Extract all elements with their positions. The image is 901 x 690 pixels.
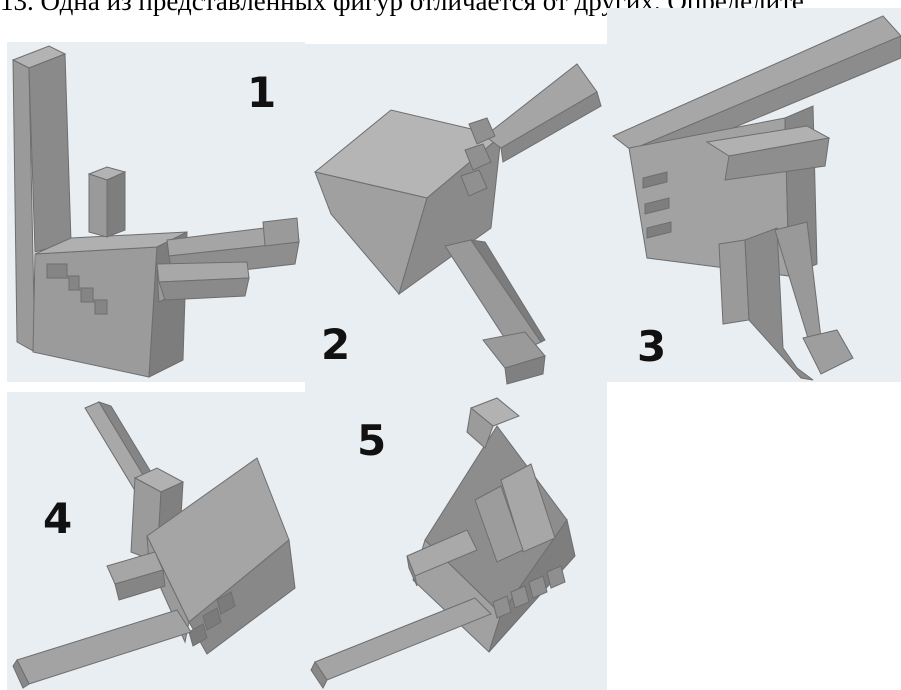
figure-2-label: 2 <box>321 324 350 366</box>
figure-5-panel[interactable]: 5 <box>305 390 607 690</box>
figure-3-panel[interactable]: 3 <box>607 8 901 382</box>
figure-1-panel[interactable]: 1 <box>7 42 305 382</box>
figure-2-panel[interactable]: 2 <box>305 44 607 390</box>
figure-1-label: 1 <box>247 72 276 114</box>
figure-5-shape <box>305 390 607 690</box>
figure-5-label: 5 <box>357 420 386 462</box>
figure-4-label: 4 <box>43 498 72 540</box>
figure-2-shape <box>305 44 607 390</box>
figure-3-label: 3 <box>637 326 666 368</box>
figure-4-panel[interactable]: 4 <box>7 392 305 690</box>
